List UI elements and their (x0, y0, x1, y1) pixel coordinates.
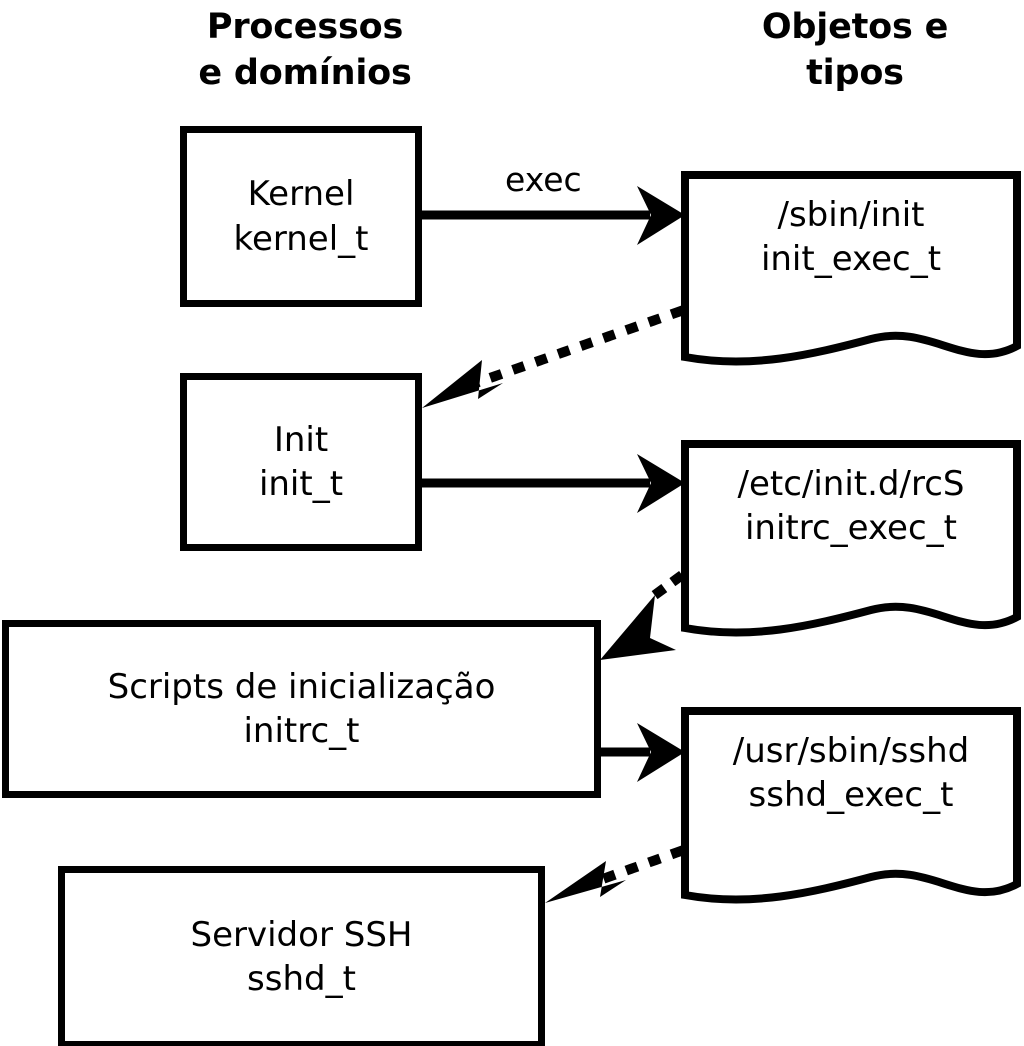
process-title-init: Init (273, 419, 329, 460)
object-type-initrc-exec: initrc_exec_t (744, 508, 958, 549)
process-type-kernel: kernel_t (233, 218, 369, 259)
process-type-initrc: initrc_t (243, 711, 360, 751)
object-path-sshd-exec: /usr/sbin/sshd (732, 731, 970, 771)
document-shape-icon (681, 171, 1021, 366)
edge-initrc-to-sshd-exec (600, 723, 685, 782)
object-path-init-exec: /sbin/init (777, 195, 925, 235)
process-box-sshd[interactable]: Servidor SSH sshd_t (58, 866, 545, 1046)
object-type-init-exec: init_exec_t (760, 239, 942, 280)
edge-label-exec: exec (505, 160, 582, 199)
process-type-init: init_t (258, 464, 344, 504)
process-type-sshd: sshd_t (247, 959, 356, 999)
process-box-initrc[interactable]: Scripts de inicialização initrc_t (2, 620, 601, 798)
process-box-kernel[interactable]: Kernel kernel_t (180, 126, 422, 307)
object-box-sshd-exec[interactable]: /usr/sbin/sshd sshd_exec_t (681, 707, 1021, 907)
process-title-initrc: Scripts de inicialização (107, 666, 496, 707)
object-box-initrc-exec[interactable]: /etc/init.d/rcS initrc_exec_t (681, 440, 1021, 640)
edge-sshd-exec-to-sshd (545, 845, 685, 903)
edge-kernel-to-init-exec (422, 186, 685, 245)
object-path-initrc-exec: /etc/init.d/rcS (737, 464, 965, 504)
process-title-kernel: Kernel (247, 174, 355, 215)
object-type-sshd-exec: sshd_exec_t (748, 775, 954, 816)
edge-init-exec-to-init (422, 305, 685, 408)
column-header-processes: Processos e domínios (198, 7, 412, 94)
process-box-init[interactable]: Init init_t (180, 373, 422, 551)
document-shape-icon (681, 707, 1021, 904)
edge-initrc-exec-to-initrc (600, 571, 685, 660)
edge-init-to-initrc-exec (422, 454, 685, 513)
column-header-objects: Objetos e tipos (761, 7, 949, 94)
process-title-sshd: Servidor SSH (190, 914, 413, 955)
object-box-init-exec[interactable]: /sbin/init init_exec_t (681, 171, 1021, 369)
document-shape-icon (681, 440, 1021, 637)
